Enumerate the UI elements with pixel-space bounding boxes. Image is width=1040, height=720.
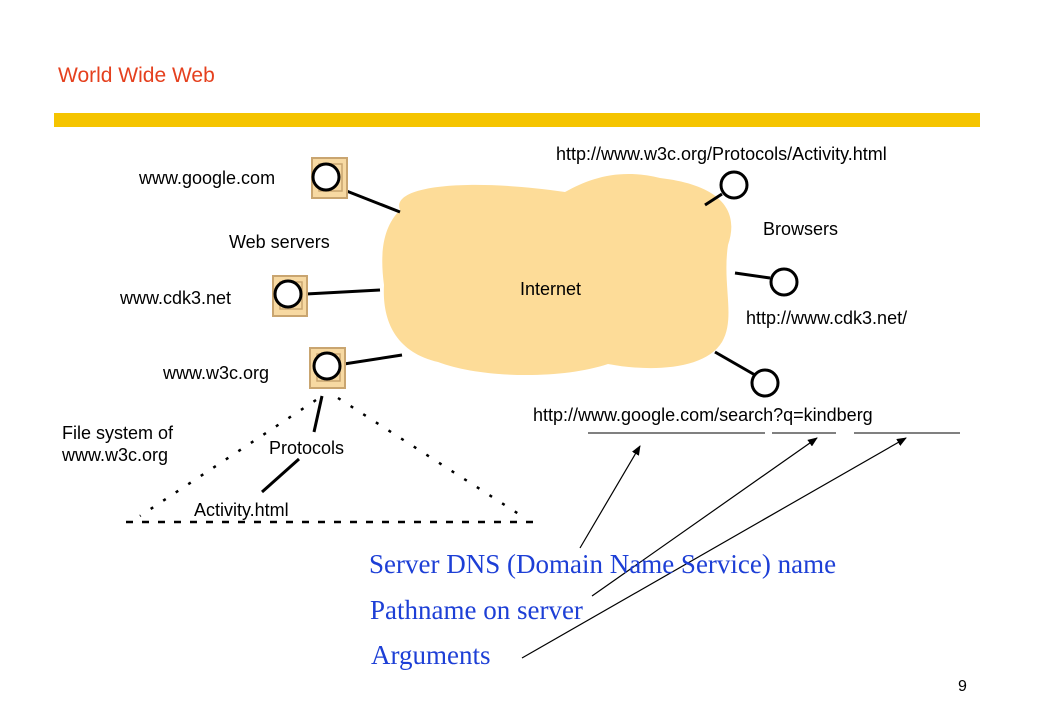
browser-url-1: http://www.w3c.org/Protocols/Activity.ht… — [556, 144, 887, 164]
arrow-arguments — [521, 437, 907, 659]
fs-edge-root-protocols — [312, 395, 324, 433]
pathname-annotation: Pathname on server — [370, 595, 583, 625]
browser-node-1 — [719, 170, 749, 200]
arrow-pathname — [591, 437, 818, 597]
internet-cloud — [382, 173, 732, 376]
fs-triangle-left — [139, 398, 317, 518]
title-rule — [54, 113, 980, 127]
server-node-cdk3 — [272, 275, 308, 317]
link-browser-2 — [734, 271, 771, 280]
link-cdk3-server — [305, 288, 381, 296]
page-number: 9 — [958, 678, 967, 695]
file-activity-label: Activity.html — [194, 500, 289, 520]
dns-name-annotation: Server DNS (Domain Name Service) name — [369, 549, 837, 579]
server-hostname-w3c: www.w3c.org — [163, 363, 270, 383]
server-node-google — [311, 157, 348, 199]
arguments-annotation: Arguments — [371, 640, 491, 670]
arrow-dns-name — [579, 445, 641, 549]
browser-node-3 — [750, 368, 780, 398]
server-hostname-google: www.google.com — [139, 168, 276, 188]
fs-triangle-right — [337, 396, 526, 520]
slide-title: World Wide Web — [58, 64, 215, 87]
browsers-label: Browsers — [763, 219, 839, 239]
web-servers-label: Web servers — [229, 232, 330, 252]
link-w3c-server — [343, 353, 403, 366]
fs-edge-protocols-activity — [261, 457, 300, 494]
internet-label: Internet — [520, 279, 582, 299]
browser-url-3: http://www.google.com/search?q=kindberg — [533, 405, 873, 425]
file-system-label-line1: File system of — [62, 423, 174, 443]
link-google-server — [343, 188, 401, 214]
file-system-label-line2: www.w3c.org — [62, 445, 169, 465]
link-browser-3 — [714, 350, 756, 377]
link-browser-1 — [704, 192, 723, 207]
browser-url-2: http://www.cdk3.net/ — [746, 308, 908, 328]
server-hostname-cdk3: www.cdk3.net — [120, 288, 232, 308]
browser-node-2 — [769, 267, 799, 297]
folder-protocols-label: Protocols — [269, 438, 345, 458]
server-node-w3c — [309, 347, 346, 389]
